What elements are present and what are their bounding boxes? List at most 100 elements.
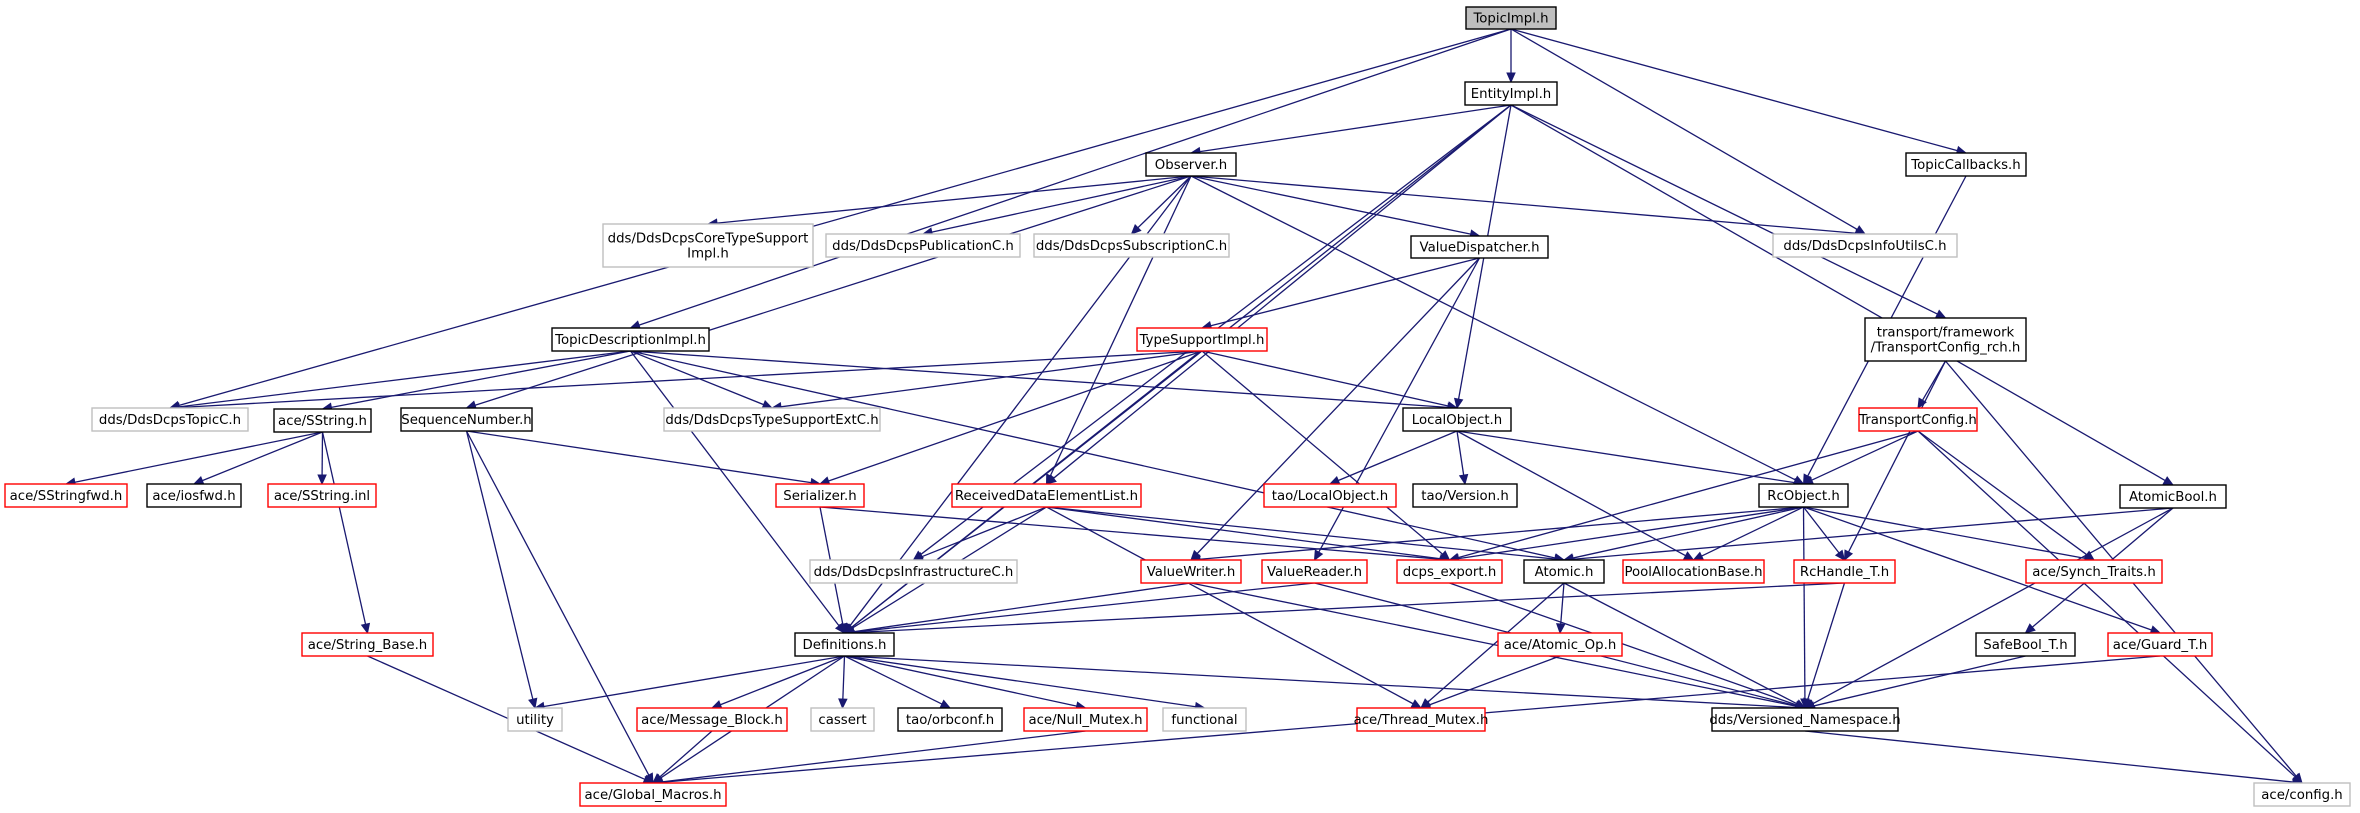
node-label-NullMutex: ace/Null_Mutex.h bbox=[1028, 713, 1142, 728]
edge-TopicDescriptionImpl-to-Definitions bbox=[629, 350, 840, 627]
node-label-LocalObject: LocalObject.h bbox=[1412, 413, 1502, 428]
node-Atomic[interactable]: Atomic.h bbox=[1523, 559, 1605, 584]
node-label-SafeBoolT: SafeBool_T.h bbox=[1983, 638, 2067, 653]
node-box-ReceivedDataElementList bbox=[951, 483, 1142, 508]
edge-AtomicOp-to-ThreadMutex bbox=[1429, 655, 1561, 706]
node-Observer[interactable]: Observer.h bbox=[1145, 152, 1237, 177]
node-SequenceNumber[interactable]: SequenceNumber.h bbox=[400, 407, 533, 432]
edge-Definitions-to-VersionedNamespace bbox=[844, 655, 1797, 709]
node-StringBase[interactable]: ace/String_Base.h bbox=[301, 632, 434, 657]
node-ValueReader[interactable]: ValueReader.h bbox=[1261, 559, 1368, 584]
edge-LocalObject-to-RcObject bbox=[1456, 430, 1795, 484]
node-TopicCallbacks[interactable]: TopicCallbacks.h bbox=[1905, 152, 2027, 177]
node-Definitions[interactable]: Definitions.h bbox=[794, 632, 895, 657]
node-MessageBlock[interactable]: ace/Message_Block.h bbox=[636, 707, 788, 732]
edge-ReceivedDataElementList-to-ThreadMutex bbox=[1046, 506, 1414, 705]
edge-TopicImpl-to-TopicDescriptionImpl bbox=[638, 28, 1512, 326]
node-label-EntityImpl: EntityImpl.h bbox=[1471, 87, 1551, 102]
node-label-CoreTypeSupport: dds/DdsDcpsCoreTypeSupport bbox=[608, 232, 809, 247]
edge-LocalObject-to-TaoVersion bbox=[1456, 430, 1465, 476]
edge-TransportConfigRch-to-RcHandleT bbox=[1847, 360, 1947, 553]
edge-SequenceNumber-to-utility bbox=[465, 430, 534, 700]
node-box-cassert bbox=[810, 707, 875, 732]
node-SString[interactable]: ace/SString.h bbox=[273, 408, 372, 433]
node-orbconf[interactable]: tao/orbconf.h bbox=[897, 707, 1003, 732]
node-TaoLocalObject[interactable]: tao/LocalObject.h bbox=[1263, 483, 1397, 508]
node-box-utility bbox=[507, 707, 563, 732]
node-GlobalMacros[interactable]: ace/Global_Macros.h bbox=[579, 782, 727, 807]
arrowhead-TransportConfigRch-to-RcHandleT bbox=[1843, 549, 1854, 562]
arrowhead-SString-to-SStringInl bbox=[317, 474, 327, 486]
node-box-TaoLocalObject bbox=[1263, 483, 1397, 508]
node-NullMutex[interactable]: ace/Null_Mutex.h bbox=[1023, 707, 1148, 732]
edge-EntityImpl-to-ReceivedDataElementList bbox=[1053, 104, 1512, 479]
edge-SequenceNumber-to-GlobalMacros bbox=[465, 430, 650, 776]
edge-RcObject-to-SynchTraits bbox=[1803, 506, 2086, 560]
node-RcHandleT[interactable]: RcHandle_T.h bbox=[1793, 559, 1896, 584]
node-box-GuardT bbox=[2107, 632, 2213, 657]
node-SafeBoolT[interactable]: SafeBool_T.h bbox=[1975, 632, 2076, 657]
node-box-Serializer bbox=[775, 483, 865, 508]
edge-Observer-to-InfoUtilsC bbox=[1190, 175, 1857, 234]
node-box-iosfwd bbox=[146, 483, 242, 508]
node-box-TopicImpl bbox=[1465, 6, 1557, 30]
edge-Observer-to-CoreTypeSupport bbox=[716, 175, 1192, 224]
edge-RcObject-to-VersionedNamespace bbox=[1802, 506, 1806, 700]
node-TaoVersion[interactable]: tao/Version.h bbox=[1412, 483, 1518, 508]
edge-ReceivedDataElementList-to-DcpsExport bbox=[1046, 506, 1441, 560]
node-PublicationC[interactable]: dds/DdsDcpsPublicationC.h bbox=[825, 233, 1021, 258]
node-TopicImpl[interactable]: TopicImpl.h bbox=[1465, 6, 1557, 30]
edge-TransportConfig-to-aceConfig bbox=[1917, 430, 2296, 778]
node-TypeSupportImpl[interactable]: TypeSupportImpl.h bbox=[1136, 327, 1268, 352]
node-aceConfig[interactable]: ace/config.h bbox=[2253, 782, 2351, 807]
edge-ValueWriter-to-Definitions bbox=[853, 582, 1192, 633]
node-TypeSupportExtC[interactable]: dds/DdsDcpsTypeSupportExtC.h bbox=[663, 407, 881, 432]
node-VersionedNamespace[interactable]: dds/Versioned_Namespace.h bbox=[1709, 707, 1901, 732]
node-label-RcObject: RcObject.h bbox=[1767, 489, 1840, 504]
edge-RcObject-to-PoolAllocationBase bbox=[1701, 506, 1804, 557]
node-label-VersionedNamespace: dds/Versioned_Namespace.h bbox=[1709, 713, 1900, 728]
node-SStringInl[interactable]: ace/SString.inl bbox=[267, 483, 377, 508]
node-box-DcpsExport bbox=[1396, 559, 1503, 584]
node-iosfwd[interactable]: ace/iosfwd.h bbox=[146, 483, 242, 508]
node-InfoUtilsC[interactable]: dds/DdsDcpsInfoUtilsC.h bbox=[1772, 233, 1958, 258]
node-TransportConfig[interactable]: TransportConfig.h bbox=[1858, 407, 1978, 432]
node-ReceivedDataElementList[interactable]: ReceivedDataElementList.h bbox=[951, 483, 1142, 508]
node-ThreadMutex[interactable]: ace/Thread_Mutex.h bbox=[1354, 707, 1489, 732]
node-box-StringBase bbox=[301, 632, 434, 657]
node-DcpsExport[interactable]: dcps_export.h bbox=[1396, 559, 1503, 584]
node-box-MessageBlock bbox=[636, 707, 788, 732]
node-label-PoolAllocationBase: PoolAllocationBase.h bbox=[1624, 565, 1762, 580]
node-Serializer[interactable]: Serializer.h bbox=[775, 483, 865, 508]
node-box-TransportConfigRch bbox=[1864, 317, 2027, 362]
edge-Observer-to-ReceivedDataElementList bbox=[1049, 175, 1192, 477]
node-box-ValueDispatcher bbox=[1410, 235, 1549, 259]
node-TransportConfigRch[interactable]: transport/framework/TransportConfig_rch.… bbox=[1864, 317, 2027, 362]
node-SStringfwd[interactable]: ace/SStringfwd.h bbox=[4, 483, 128, 508]
node-AtomicOp[interactable]: ace/Atomic_Op.h bbox=[1497, 632, 1623, 657]
node-box-AtomicOp bbox=[1497, 632, 1623, 657]
node-GuardT[interactable]: ace/Guard_T.h bbox=[2107, 632, 2213, 657]
node-SubscriptionC[interactable]: dds/DdsDcpsSubscriptionC.h bbox=[1033, 233, 1230, 258]
node-TopicC[interactable]: dds/DdsDcpsTopicC.h bbox=[91, 407, 249, 432]
edge-TopicImpl-to-TopicCallbacks bbox=[1510, 28, 1958, 152]
node-utility[interactable]: utility bbox=[507, 707, 563, 732]
node-label-SynchTraits: ace/Synch_Traits.h bbox=[2032, 565, 2156, 580]
node-EntityImpl[interactable]: EntityImpl.h bbox=[1464, 81, 1558, 106]
edge-Definitions-to-utility bbox=[543, 655, 845, 708]
node-cassert[interactable]: cassert bbox=[810, 707, 875, 732]
node-ValueDispatcher[interactable]: ValueDispatcher.h bbox=[1410, 235, 1549, 259]
edge-NullMutex-to-GlobalMacros bbox=[661, 730, 1086, 783]
node-TopicDescriptionImpl[interactable]: TopicDescriptionImpl.h bbox=[551, 327, 710, 352]
node-AtomicBool[interactable]: AtomicBool.h bbox=[2119, 484, 2227, 509]
node-functional[interactable]: functional bbox=[1162, 707, 1247, 732]
node-label-Serializer: Serializer.h bbox=[783, 489, 856, 504]
arrowhead-RcObject-to-PoolAllocationBase bbox=[1692, 551, 1705, 561]
node-PoolAllocationBase[interactable]: PoolAllocationBase.h bbox=[1622, 559, 1765, 584]
node-LocalObject[interactable]: LocalObject.h bbox=[1402, 407, 1512, 432]
node-SynchTraits[interactable]: ace/Synch_Traits.h bbox=[2025, 559, 2163, 584]
node-InfrastructureC[interactable]: dds/DdsDcpsInfrastructureC.h bbox=[809, 559, 1018, 584]
node-ValueWriter[interactable]: ValueWriter.h bbox=[1140, 559, 1242, 584]
node-RcObject[interactable]: RcObject.h bbox=[1758, 483, 1849, 508]
